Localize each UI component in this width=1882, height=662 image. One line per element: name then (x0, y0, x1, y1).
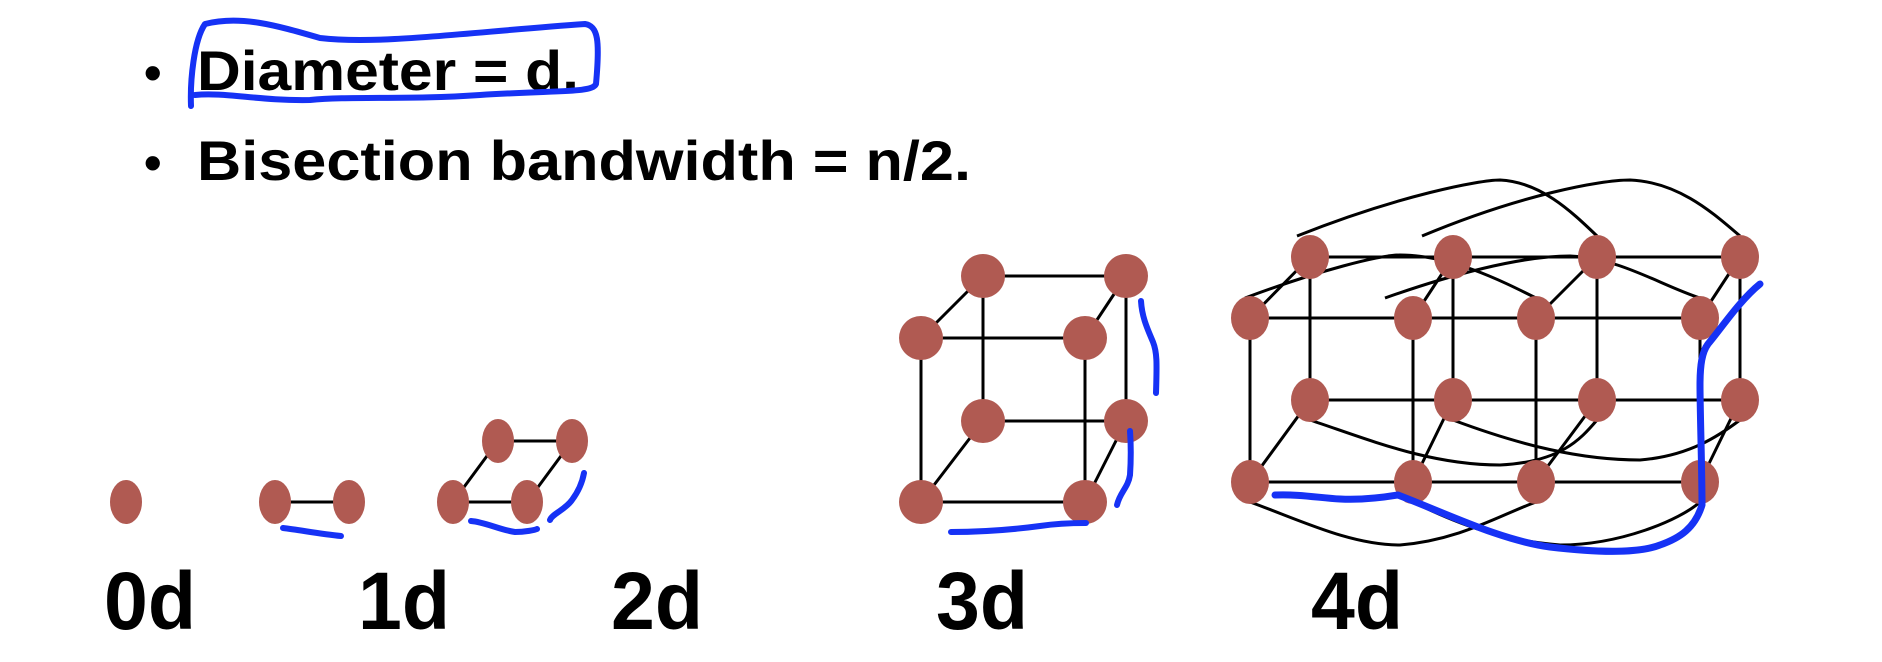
diagram-3d (899, 254, 1160, 535)
dimension-labels: 0d 1d 2d 3d 4d (104, 556, 1403, 647)
diagram-2d (437, 419, 588, 536)
annotation-stroke (468, 518, 540, 536)
bullet-icon: • (144, 45, 162, 101)
node (1291, 235, 1329, 279)
diagram-0d (110, 480, 142, 524)
node (1394, 460, 1432, 504)
diagram-1d (259, 480, 365, 539)
label-2d: 2d (611, 556, 703, 647)
node (1104, 254, 1148, 298)
node (110, 480, 142, 524)
node (1231, 460, 1269, 504)
label-3d: 3d (936, 556, 1028, 647)
node (1681, 296, 1719, 340)
node (482, 419, 514, 463)
node (511, 480, 543, 524)
node (1578, 378, 1616, 422)
annotation-stroke (948, 520, 1089, 535)
bullet-bisection-bandwidth: Bisection bandwidth = n/2. (197, 129, 971, 192)
node (961, 254, 1005, 298)
label-0d: 0d (104, 556, 196, 647)
node (1434, 378, 1472, 422)
node (1517, 296, 1555, 340)
node (961, 399, 1005, 443)
node (1434, 235, 1472, 279)
node (1394, 296, 1432, 340)
node (1578, 235, 1616, 279)
label-4d: 4d (1311, 556, 1403, 647)
label-1d: 1d (358, 556, 450, 647)
node (1063, 480, 1107, 524)
bullet-icon: • (144, 135, 162, 191)
diagram-4d (1231, 178, 1764, 555)
annotation-stroke (547, 470, 587, 523)
node (259, 480, 291, 524)
node (333, 480, 365, 524)
node (1104, 399, 1148, 443)
annotation-stroke (1138, 298, 1160, 396)
annotation-stroke (1114, 428, 1134, 508)
node (899, 316, 943, 360)
node (1291, 378, 1329, 422)
annotation-circle-diameter (187, 17, 601, 109)
node (1721, 235, 1759, 279)
node (1231, 296, 1269, 340)
annotation-stroke (280, 525, 344, 539)
bullet-list: • Diameter = d. • Bisection bandwidth = … (144, 39, 971, 192)
node (1063, 316, 1107, 360)
node (556, 419, 588, 463)
node (1517, 460, 1555, 504)
node (899, 480, 943, 524)
node (437, 480, 469, 524)
annotation-stroke-bisection (1271, 280, 1764, 555)
node (1721, 378, 1759, 422)
